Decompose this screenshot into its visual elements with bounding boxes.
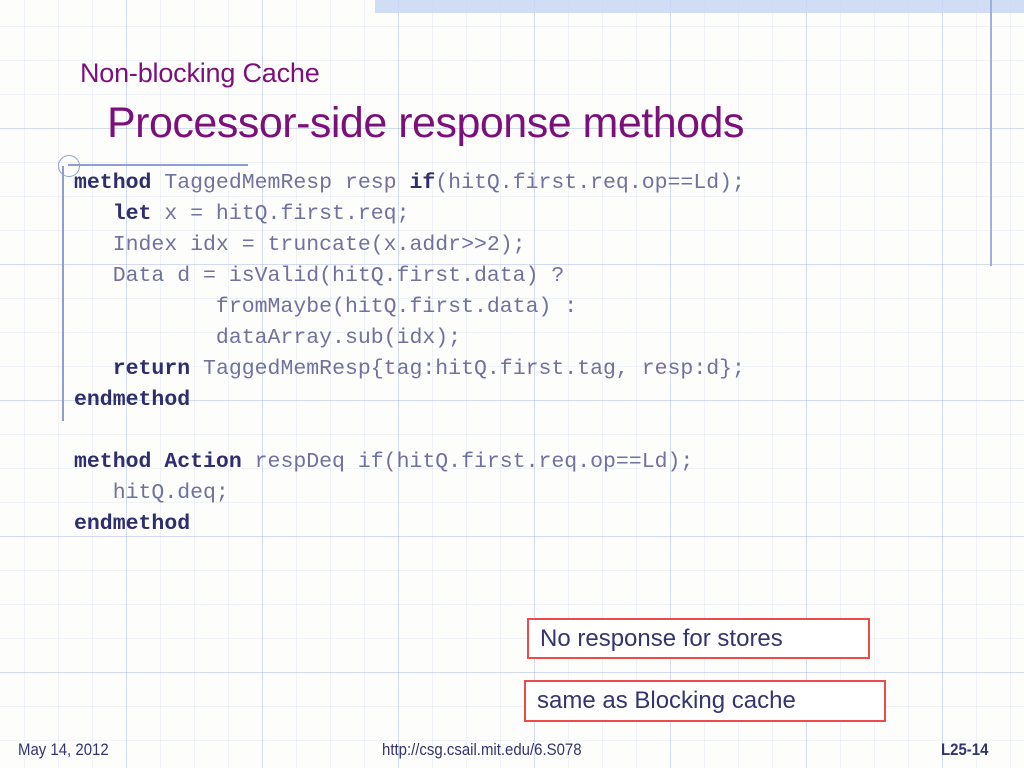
code-keyword: endmethod (74, 512, 191, 536)
code-text: (hitQ.first.req.op==Ld); (435, 171, 745, 195)
top-accent-band (375, 0, 1024, 13)
code-text: dataArray.sub(idx); (74, 326, 462, 350)
callout-same-as-blocking-cache: same as Blocking cache (524, 680, 886, 722)
left-vertical-rule (62, 166, 64, 421)
code-keyword: method Action (74, 450, 255, 474)
code-line: hitQ.deq; (74, 478, 745, 509)
code-keyword: let (112, 202, 165, 226)
code-line: fromMaybe(hitQ.first.data) : (74, 292, 745, 323)
code-text: Data d = isValid(hitQ.first.data) ? (74, 264, 565, 288)
textbox-handle-circle-icon (58, 155, 80, 177)
code-line: endmethod (74, 509, 745, 540)
footer-date: May 14, 2012 (18, 740, 109, 759)
slide-kicker: Non-blocking Cache (80, 58, 320, 88)
callout-blocking-label: same as Blocking cache (537, 687, 796, 714)
code-text: Index idx = truncate(x.addr>>2); (74, 233, 526, 257)
code-keyword: if (409, 171, 436, 195)
code-line: dataArray.sub(idx); (74, 323, 745, 354)
code-line: Data d = isValid(hitQ.first.data) ? (74, 261, 745, 292)
code-text: TaggedMemResp{tag:hitQ.first.tag, resp:d… (203, 357, 745, 381)
textbox-handle-line (68, 164, 248, 166)
code-line: return TaggedMemResp{tag:hitQ.first.tag,… (74, 354, 745, 385)
code-text: hitQ.deq; (74, 481, 229, 505)
footer-page-number: L25-14 (941, 740, 989, 759)
code-keyword: endmethod (74, 388, 191, 412)
callout-no-response-for-stores: No response for stores (527, 618, 870, 659)
code-block: method TaggedMemResp resp if(hitQ.first.… (74, 168, 745, 540)
code-keyword: return (112, 357, 204, 381)
code-line: method Action respDeq if(hitQ.first.req.… (74, 447, 745, 478)
right-vertical-rule (990, 0, 992, 266)
code-text (74, 202, 113, 226)
code-text: fromMaybe(hitQ.first.data) : (74, 295, 578, 319)
code-text: respDeq if(hitQ.first.req.op==Ld); (254, 450, 694, 474)
code-line: let x = hitQ.first.req; (74, 199, 745, 230)
code-text: x = hitQ.first.req; (164, 202, 410, 226)
code-text (74, 357, 113, 381)
code-line: method TaggedMemResp resp if(hitQ.first.… (74, 168, 745, 199)
code-blank-line (74, 416, 745, 447)
code-line: Index idx = truncate(x.addr>>2); (74, 230, 745, 261)
code-text: TaggedMemResp resp (164, 171, 410, 195)
callout-stores-label: No response for stores (540, 624, 783, 652)
footer-url: http://csg.csail.mit.edu/6.S078 (382, 740, 582, 759)
page-title: Processor-side response methods (107, 99, 744, 147)
code-line: endmethod (74, 385, 745, 416)
code-keyword: method (74, 171, 165, 195)
